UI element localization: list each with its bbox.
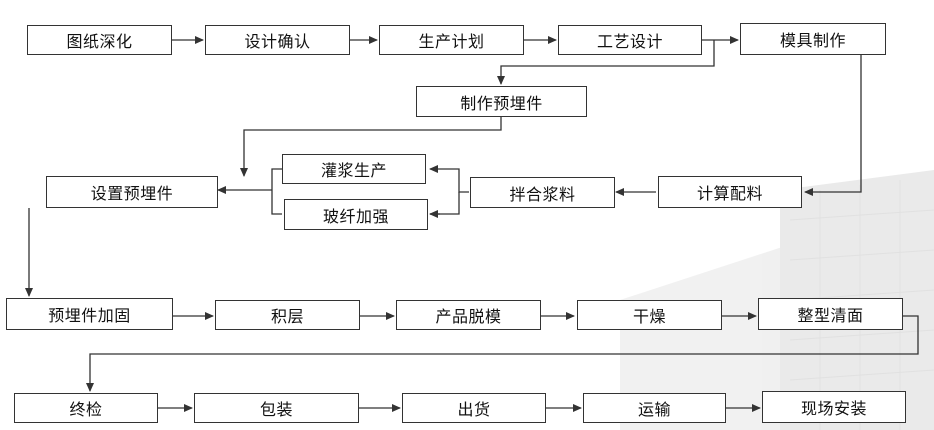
step-label: 出货: [457, 400, 491, 419]
step-label: 图纸深化: [66, 32, 133, 51]
step-tuzhi-shenhua: 图纸深化: [27, 25, 172, 55]
step-yumaijian-jiagu: 预埋件加固: [6, 298, 173, 330]
arrow-zhengxing-to-zhongjian: [86, 315, 919, 392]
step-label: 包装: [259, 400, 293, 419]
step-label: 运输: [637, 400, 671, 419]
step-gongyi-sheji: 工艺设计: [558, 25, 702, 55]
step-chuhuo: 出货: [402, 393, 546, 423]
step-zhongjian: 终检: [14, 393, 158, 423]
bracket-merge-left: [271, 168, 282, 215]
arrow-gongyi-to-zhizuo-yumaijian: [497, 40, 715, 85]
step-zhengxing-qingmian: 整型清面: [758, 298, 903, 330]
step-shengchan-jihua: 生产计划: [379, 25, 524, 55]
step-label: 预埋件加固: [48, 306, 131, 325]
step-bolixian-jiaqiang: 玻纤加强: [284, 199, 428, 230]
step-label: 设置预埋件: [90, 184, 174, 203]
step-label: 玻纤加强: [322, 206, 389, 226]
step-sheji-queren: 设计确认: [205, 25, 350, 55]
arrow-moju-to-jisuan: [804, 55, 862, 196]
step-label: 现场安装: [800, 399, 867, 418]
step-guanjiang-shengchan: 灌浆生产: [282, 154, 426, 184]
step-label: 整型清面: [797, 306, 864, 325]
step-label: 拌合浆料: [509, 184, 576, 204]
step-label: 终检: [69, 400, 103, 419]
step-label: 灌浆生产: [320, 161, 387, 180]
step-jisuan-peiliao: 计算配料: [658, 176, 802, 208]
arrow-zhizuo-yumaijian-to-shezhi: [240, 117, 502, 177]
step-ganzao: 干燥: [577, 300, 722, 330]
step-label: 生产计划: [418, 32, 485, 51]
step-xianchang-anzhuang: 现场安装: [762, 391, 906, 423]
arrow-banhe-to-bolixian: [430, 192, 460, 215]
step-yunshu: 运输: [583, 393, 726, 423]
step-zhizuo-yumaijian: 制作预埋件: [416, 86, 587, 117]
step-label: 干燥: [632, 307, 666, 326]
step-label: 产品脱模: [435, 307, 502, 326]
step-jiceng: 积层: [215, 300, 360, 330]
step-moju-zhizuo: 模具制作: [740, 23, 886, 55]
step-baozhuang: 包装: [194, 393, 359, 423]
step-label: 积层: [270, 307, 304, 326]
step-banhe-jiangliao: 拌合浆料: [470, 177, 615, 208]
step-chanpin-tuomo: 产品脱模: [396, 300, 541, 330]
step-label: 模具制作: [779, 31, 846, 50]
step-shezhi-yumaijian: 设置预埋件: [46, 176, 218, 208]
step-label: 工艺设计: [596, 32, 663, 51]
step-label: 计算配料: [696, 184, 763, 203]
step-label: 制作预埋件: [460, 93, 543, 113]
arrow-banhe-to-guanjiang: [429, 165, 469, 193]
step-label: 设计确认: [244, 32, 311, 51]
